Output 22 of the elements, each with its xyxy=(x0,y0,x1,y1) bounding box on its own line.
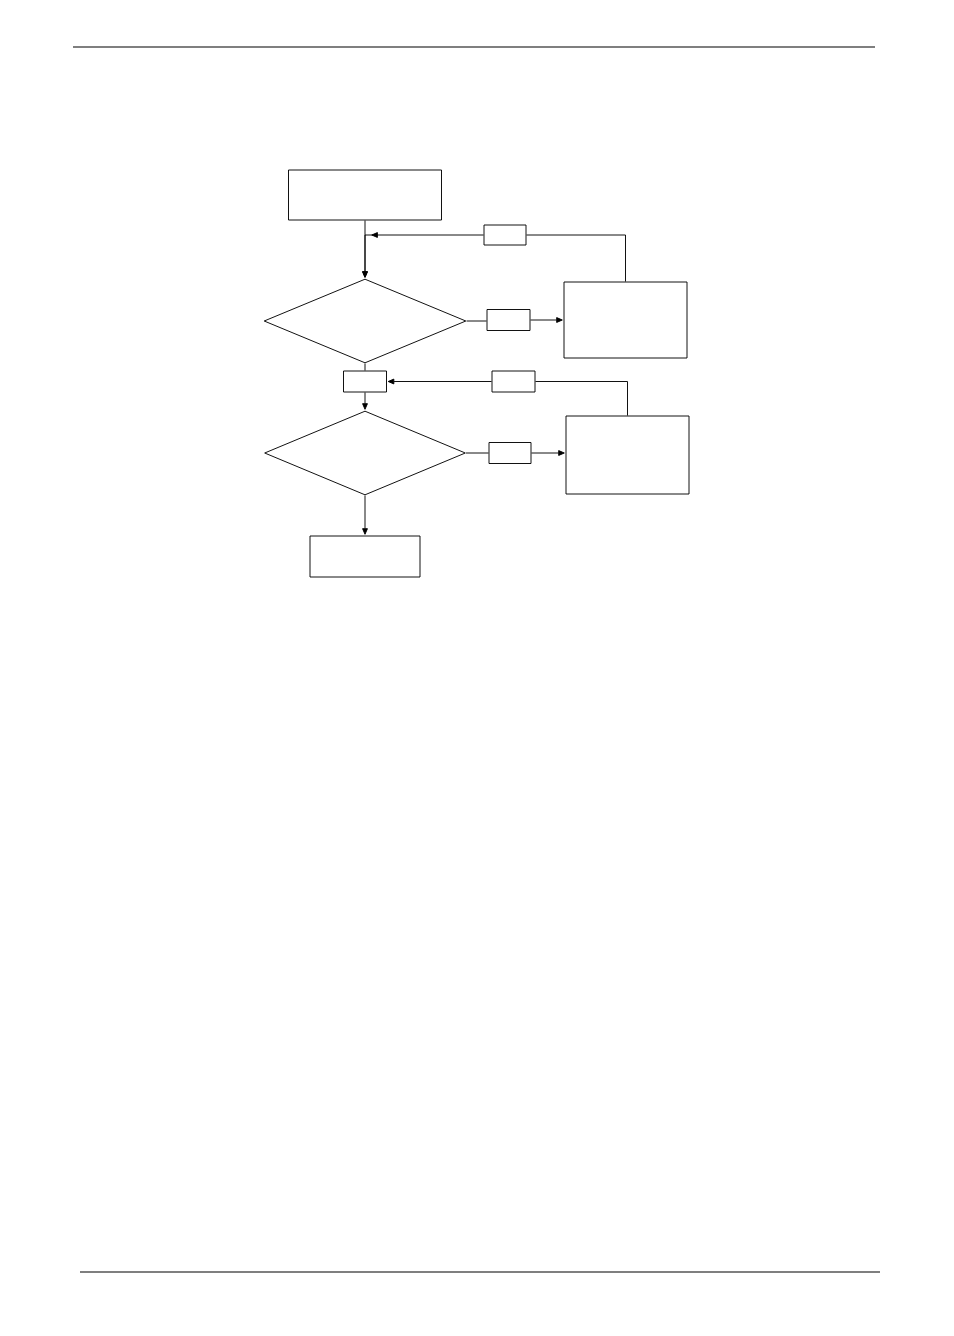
connector-line xyxy=(364,363,366,371)
label-box xyxy=(491,370,536,393)
arrow xyxy=(531,450,565,456)
arrow xyxy=(362,392,368,410)
label-box xyxy=(486,309,531,331)
process-box xyxy=(565,415,690,495)
process-box xyxy=(563,281,688,359)
label-box xyxy=(483,224,527,246)
connector-line xyxy=(535,381,628,416)
connector-line xyxy=(526,234,626,282)
label-box xyxy=(488,442,532,464)
arrow xyxy=(362,495,368,535)
decision-diamond xyxy=(263,278,467,364)
arrow xyxy=(362,232,484,278)
connector-line xyxy=(466,320,487,322)
decision-diamond xyxy=(264,410,466,496)
label-box xyxy=(343,370,387,393)
connector-line xyxy=(465,452,489,454)
process-box xyxy=(309,535,421,578)
process-box xyxy=(288,169,442,221)
arrow xyxy=(530,317,563,323)
arrow xyxy=(387,378,492,385)
